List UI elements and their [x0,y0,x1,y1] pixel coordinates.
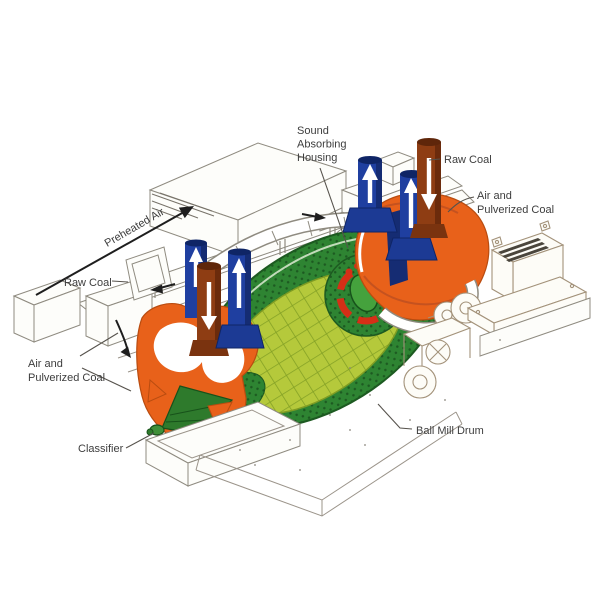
label-sound-absorbing-housing-3: Housing [297,152,337,164]
label-air-pulverized-left-1: Air and [28,358,63,370]
up-arrow-icon [404,178,419,193]
foundation [144,297,591,517]
left-blue-pipe-front [215,248,265,349]
label-sound-absorbing-housing-1: Sound [297,125,329,137]
down-arrow-icon [421,194,437,210]
label-air-pulverized-left-2: Pulverized Coal [28,372,105,384]
flow-arrows [35,206,326,358]
trunnion-gear [402,317,472,399]
label-ball-mill-drum: Ball Mill Drum [416,425,484,437]
down-arrow-icon [201,316,217,330]
leader-lines [79,158,475,449]
drive-motor [427,220,588,336]
down-flow-arrow [115,319,128,349]
orange-drape-left [147,378,167,403]
label-air-pulverized-right-1: Air and [477,190,512,202]
right-blue-pipe-1 [342,156,398,233]
classifier-cone [146,385,234,436]
label-classifier: Classifier [78,443,124,455]
label-sound-absorbing-housing-2: Absorbing [297,139,347,151]
label-air-pulverized-right-2: Pulverized Coal [477,204,554,216]
up-arrow-icon [362,164,378,180]
up-arrow-icon [189,247,203,262]
preheated-air-arrow [35,211,185,296]
label-raw-coal-right: Raw Coal [444,154,492,166]
right-raw-coal-pipe [410,138,448,238]
raw-coal-flow-arrow [159,283,176,289]
label-raw-coal-left: Raw Coal [64,277,112,289]
up-arrow-icon [232,258,246,273]
